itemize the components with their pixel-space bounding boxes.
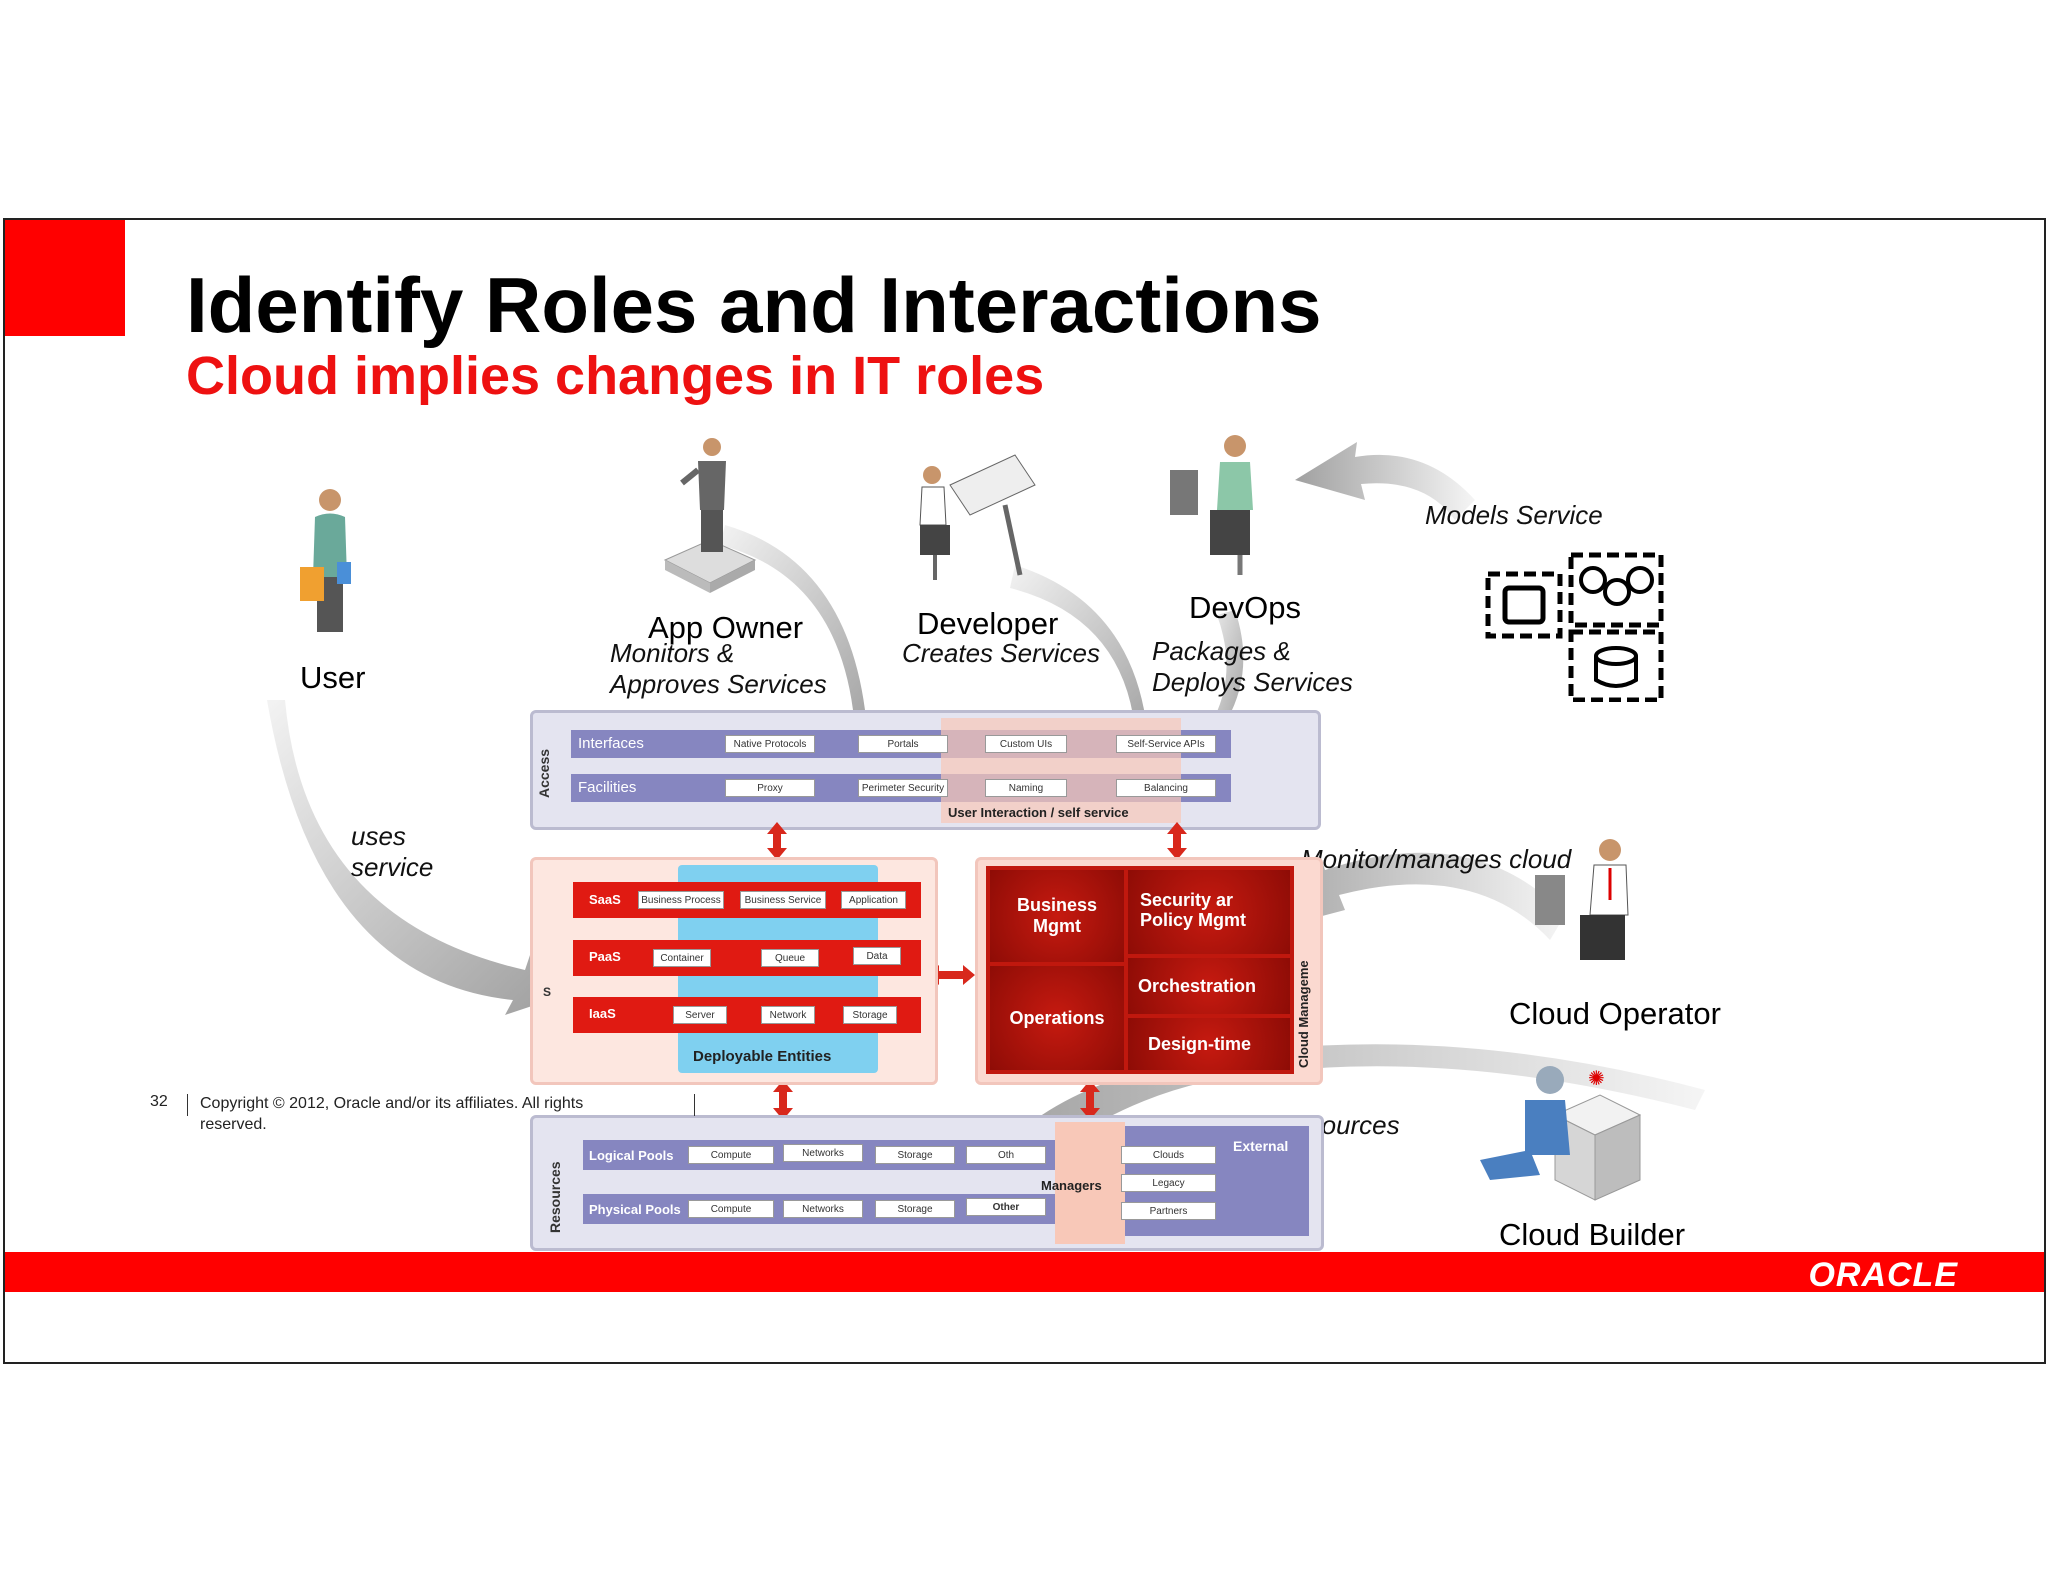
physical-pool-chip: Compute [688, 1200, 774, 1218]
cloud-builder-figure-icon: ✺ [1480, 1066, 1642, 1201]
app-owner-desc-line1: Monitors & [610, 638, 735, 668]
physical-pool-chip: Storage [875, 1200, 955, 1218]
footer-bar: ORACLE [5, 1252, 2044, 1294]
page-number: 32 [150, 1093, 168, 1110]
physical-pool-chip: Other [966, 1198, 1046, 1216]
title-accent-block [5, 220, 125, 336]
iaas-label: IaaS [589, 1006, 616, 1021]
physical-pool-chip: Networks [783, 1200, 863, 1218]
physical-pools-label: Physical Pools [589, 1202, 681, 1217]
slide: Identify Roles and Interactions Cloud im… [3, 218, 2046, 1364]
external-chip: Partners [1121, 1202, 1216, 1220]
iaas-chip: Storage [843, 1006, 897, 1024]
role-app-owner-label: App Owner [648, 610, 804, 645]
logical-pools-label: Logical Pools [589, 1148, 674, 1163]
orchestration-label: Orchestration [1138, 976, 1257, 996]
external-chip: Legacy [1121, 1174, 1216, 1192]
slide-title: Identify Roles and Interactions [186, 261, 1322, 349]
double-arrow-icon [767, 822, 1187, 1120]
app-owner-desc-line2: Approves Services [610, 669, 827, 699]
developer-figure-icon [919, 454, 1036, 580]
facility-chip: Naming [985, 779, 1067, 797]
models-service-label: Models Service [1425, 500, 1603, 530]
user-figure-icon [300, 489, 351, 632]
external-chip: Clouds [1121, 1146, 1216, 1164]
cloud-management-side-label: Cloud Manageme [1296, 960, 1311, 1068]
cloud-management-layer: Business Mgmt Operations Security ar Pol… [975, 857, 1323, 1085]
saas-chip: Business Service [740, 891, 826, 909]
saas-chip: Business Process [638, 891, 724, 909]
deployable-entities-label: Deployable Entities [693, 1048, 832, 1065]
paas-label: PaaS [589, 949, 621, 964]
services-side-label: S [543, 985, 552, 999]
interface-chip: Native Protocols [725, 735, 815, 753]
monitor-cloud-arrow [1250, 852, 1565, 940]
paas-chip: Queue [761, 949, 819, 967]
architecture-connectors [767, 822, 1187, 1120]
iaas-chip: Network [761, 1006, 815, 1024]
uses-service-label-line1: uses [351, 821, 406, 851]
logical-pool-chip: Oth [966, 1146, 1046, 1164]
facility-chip: Balancing [1116, 779, 1216, 797]
security-cell [1128, 870, 1290, 954]
role-cloud-operator-label: Cloud Operator [1509, 996, 1721, 1031]
logical-pool-chip: Compute [688, 1146, 774, 1164]
interface-chip: Portals [858, 735, 948, 753]
business-mgmt-label-line1: Business [1016, 895, 1098, 915]
interface-chip: Self-Service APIs [1116, 735, 1216, 753]
managers-label: Managers [1041, 1178, 1102, 1193]
saas-chip: Application [841, 891, 906, 909]
role-developer-label: Developer [917, 606, 1059, 641]
operations-label: Operations [1009, 1008, 1105, 1028]
saas-label: SaaS [589, 892, 621, 907]
managers-band [1055, 1122, 1125, 1244]
oracle-logo: ORACLE [1808, 1256, 1958, 1294]
paas-chip: Data [853, 947, 901, 965]
security-label-line2: Policy Mgmt [1140, 910, 1247, 930]
operations-cell [990, 966, 1124, 1070]
developer-desc: Creates Services [902, 638, 1100, 668]
footer-separator [694, 1094, 695, 1116]
orchestration-cell [1128, 958, 1290, 1014]
external-label: External [1233, 1138, 1289, 1154]
facilities-label: Facilities [578, 779, 637, 796]
devops-figure-icon [1170, 435, 1253, 575]
devops-desc-line2: Deploys Services [1152, 667, 1353, 697]
resources-layer: Resources Logical Pools Physical Pools C… [530, 1115, 1324, 1251]
iaas-chip: Server [673, 1006, 727, 1024]
interface-chip: Custom UIs [985, 735, 1067, 753]
devops-arrow [1205, 610, 1245, 750]
svg-text:✺: ✺ [1588, 1068, 1605, 1090]
paas-chip: Container [653, 949, 711, 967]
monitor-cloud-label: Monitor/manages cloud [1301, 844, 1572, 874]
business-mgmt-label-line2: Mgmt [1033, 916, 1081, 936]
role-user-label: User [300, 660, 366, 695]
service-model-icon [1485, 552, 1664, 702]
uses-service-label-line2: service [351, 852, 434, 882]
role-cloud-builder-label: Cloud Builder [1499, 1217, 1686, 1252]
interfaces-label: Interfaces [578, 735, 644, 752]
footer-separator [187, 1094, 188, 1116]
access-layer: Access Interfaces Facilities Native Prot… [530, 710, 1321, 830]
services-layer: S SaaS PaaS IaaS Business Process Busine… [530, 857, 938, 1085]
resources-side-label: Resources [547, 1161, 563, 1233]
access-caption: User Interaction / self service [948, 805, 1129, 820]
logical-pool-chip: Networks [783, 1144, 863, 1162]
slide-subtitle: Cloud implies changes in IT roles [186, 346, 1045, 406]
business-mgmt-cell [990, 870, 1124, 962]
design-time-label: Design-time [1148, 1034, 1252, 1054]
facility-chip: Proxy [725, 779, 815, 797]
devops-desc-line1: Packages & [1152, 636, 1291, 666]
design-time-cell [1128, 1018, 1290, 1070]
app-owner-figure-icon [663, 438, 757, 593]
facility-chip: Perimeter Security [858, 779, 948, 797]
models-service-arrow [1295, 442, 1475, 520]
cloud-operator-figure-icon [1535, 839, 1629, 960]
logical-pool-chip: Storage [875, 1146, 955, 1164]
security-label-line1: Security ar [1140, 890, 1234, 910]
copyright-text: Copyright © 2012, Oracle and/or its affi… [200, 1095, 584, 1133]
role-devops-label: DevOps [1189, 590, 1301, 625]
